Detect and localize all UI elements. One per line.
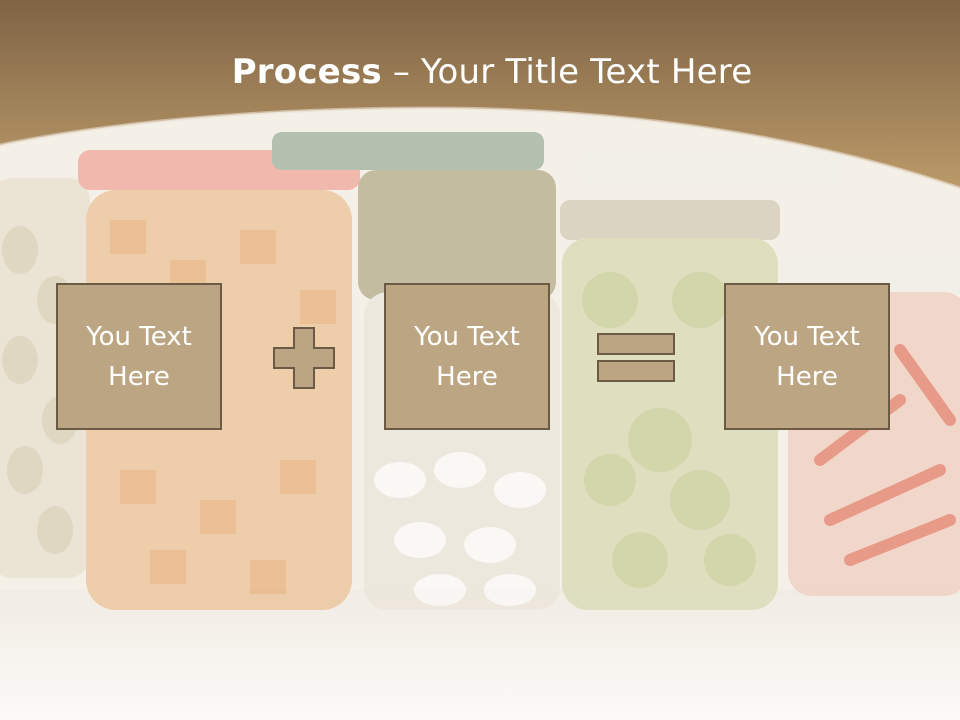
title-rest: – Your Title Text Here bbox=[381, 52, 753, 92]
plus-icon bbox=[273, 327, 335, 389]
slide-title: Process – Your Title Text Here bbox=[0, 52, 960, 92]
title-bold: Process bbox=[231, 52, 382, 92]
process-box-3[interactable]: You Text Here bbox=[724, 283, 890, 430]
process-box-1[interactable]: You Text Here bbox=[56, 283, 222, 430]
process-box-2[interactable]: You Text Here bbox=[384, 283, 550, 430]
equals-icon bbox=[597, 333, 675, 382]
